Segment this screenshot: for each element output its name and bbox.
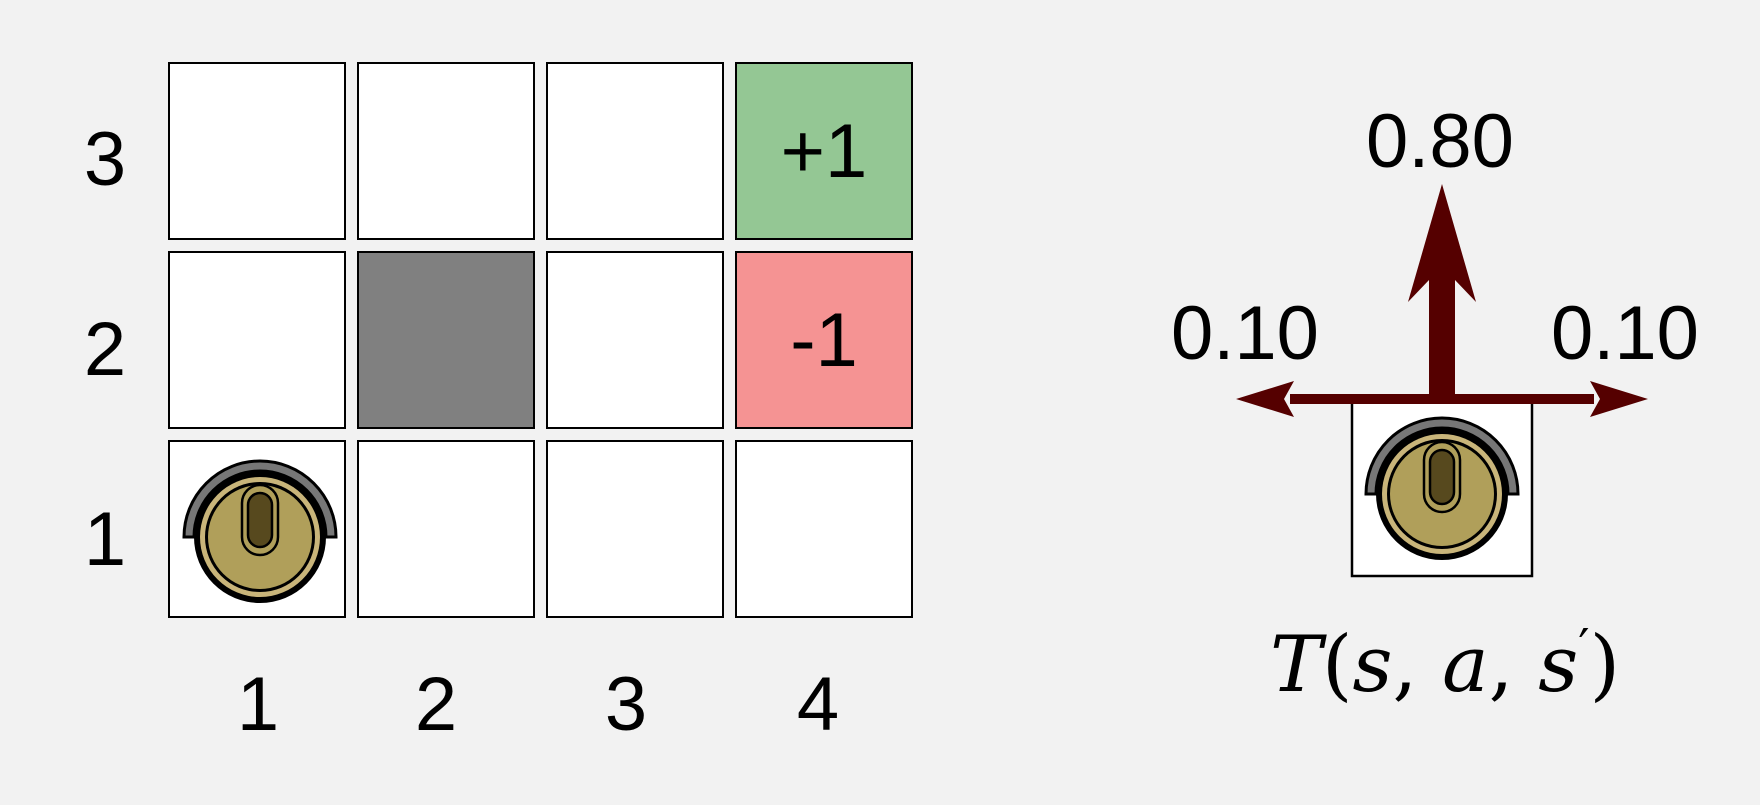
cell-r3-c3 (546, 62, 724, 240)
left-arrow (1236, 381, 1442, 417)
row-label-3: 3 (83, 117, 127, 202)
forward-probability: 0.80 (1366, 99, 1514, 184)
formula-open-paren: ( (1322, 620, 1353, 710)
pit-reward-label: -1 (790, 297, 858, 383)
cell-r1-c3 (546, 440, 724, 618)
row-label-2: 2 (83, 307, 127, 392)
col-label-1: 1 (236, 662, 280, 747)
cell-r3-c4-goal: +1 (735, 62, 913, 240)
row-label-1: 1 (83, 497, 127, 582)
formula-a: a (1442, 620, 1489, 710)
formula-comma-1: , (1392, 620, 1443, 710)
cell-r2-c2-wall (357, 251, 535, 429)
formula-s-prime: s (1538, 620, 1579, 710)
cell-r1-c4 (735, 440, 913, 618)
right-probability: 0.10 (1551, 291, 1699, 376)
cell-r2-c4-pit: -1 (735, 251, 913, 429)
formula-prime: ′ (1578, 618, 1590, 676)
col-label-4: 4 (796, 662, 840, 747)
goal-reward-label: +1 (780, 108, 868, 194)
formula-close-paren: ) (1589, 620, 1621, 710)
formula-s: s (1352, 620, 1393, 710)
transition-function-formula: T(s, a, s′) (1270, 618, 1620, 710)
cell-r2-c3 (546, 251, 724, 429)
robot-icon (1364, 416, 1520, 560)
col-label-2: 2 (414, 662, 458, 747)
formula-comma-2: , (1488, 620, 1539, 710)
transition-diagram (1236, 184, 1648, 578)
right-arrow (1442, 381, 1648, 417)
formula-T: T (1270, 620, 1323, 710)
cell-r3-c1 (168, 62, 346, 240)
cell-r3-c2 (357, 62, 535, 240)
cell-r1-c2 (357, 440, 535, 618)
col-label-3: 3 (604, 662, 648, 747)
left-probability: 0.10 (1171, 291, 1319, 376)
robot-icon (182, 459, 338, 603)
up-arrow (1408, 184, 1476, 394)
cell-r2-c1 (168, 251, 346, 429)
